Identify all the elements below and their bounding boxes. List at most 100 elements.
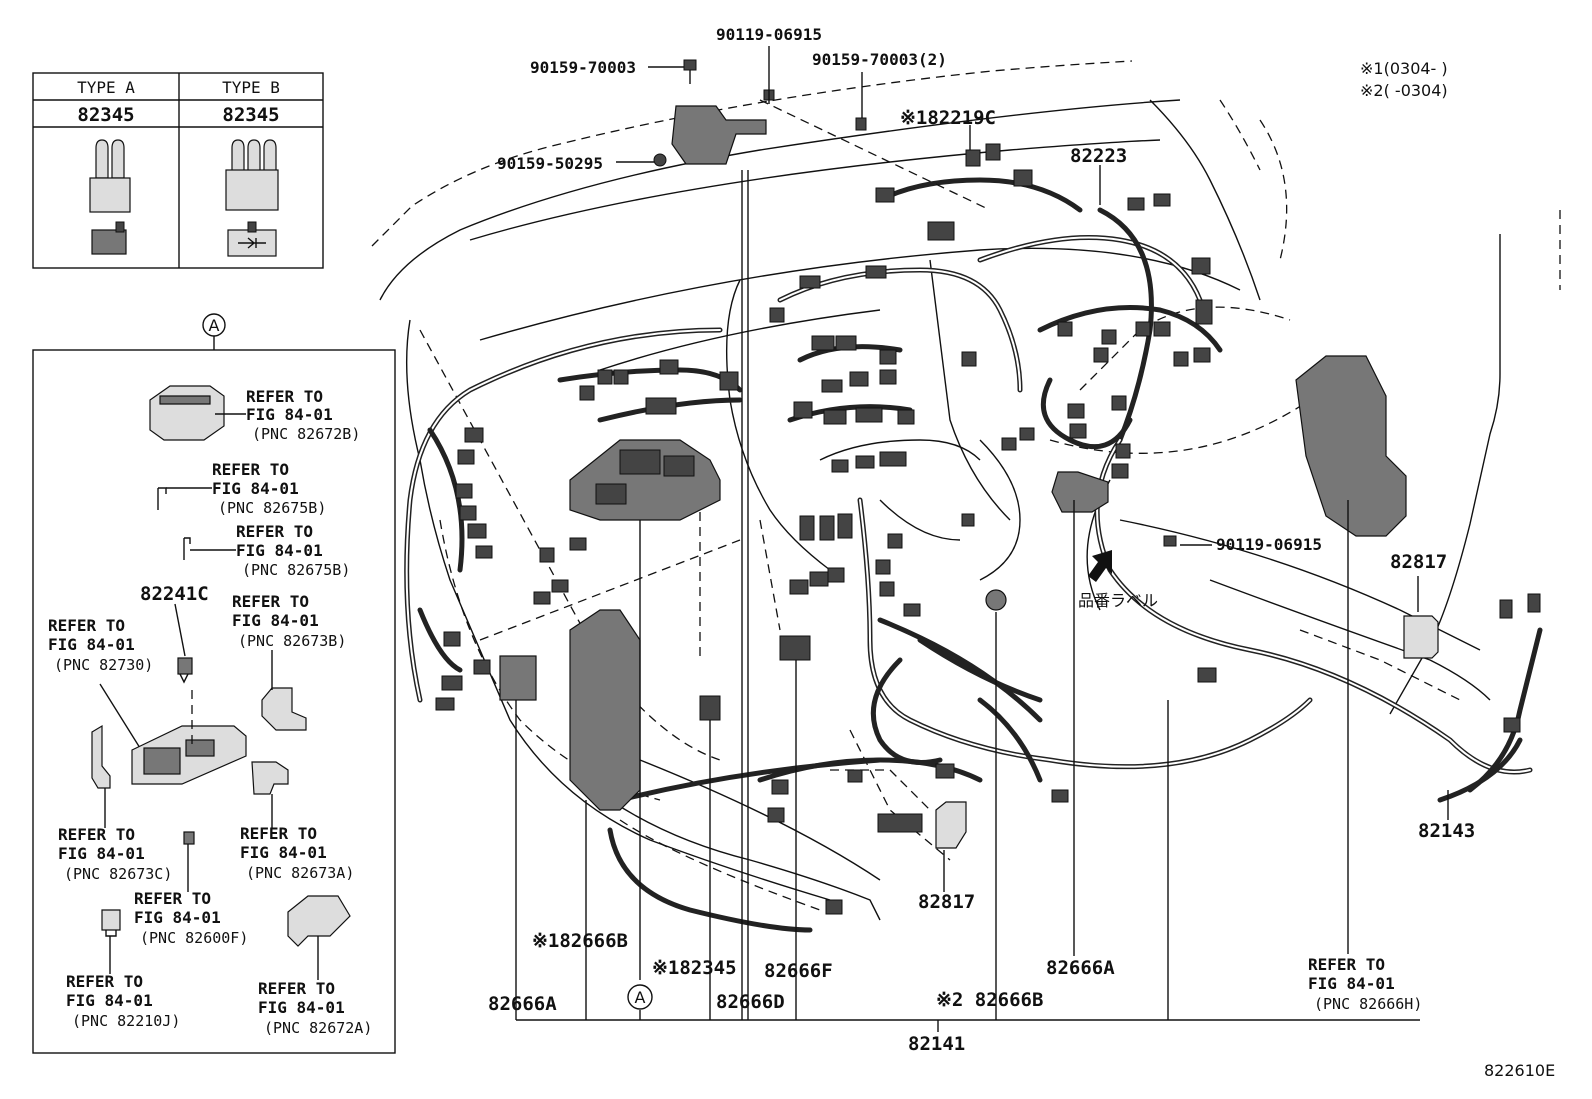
label-82666d: 82666D [716, 991, 785, 1013]
svg-text:FIG 84-01: FIG 84-01 [240, 843, 327, 862]
svg-text:(PNC 82675B): (PNC 82675B) [242, 561, 350, 579]
type-b-header: TYPE B [222, 78, 280, 97]
bracket-82673a-icon [251, 761, 289, 795]
label-82143: 82143 [1418, 820, 1475, 842]
label-arrow-icon [1088, 550, 1112, 582]
svg-text:(PNC 82673B): (PNC 82673B) [238, 632, 346, 650]
ref7-l1: REFER TO [240, 824, 317, 843]
ref4-l1: REFER TO [232, 592, 309, 611]
ref1-l1: REFER TO [246, 387, 323, 406]
relay-block-icon [149, 385, 225, 441]
type-b-part: 82345 [222, 104, 279, 126]
ref5-l2: FIG 84-01 [48, 635, 135, 654]
connector-82817-right-icon [1403, 615, 1439, 659]
refer-right-l2: FIG 84-01 [1308, 974, 1395, 993]
svg-text:82241C: 82241C [140, 583, 209, 605]
note-1: ※1(0304- ) [1360, 59, 1448, 78]
svg-text:REFER TO: REFER TO [212, 460, 289, 479]
label-90159-50295: 90159-50295 [497, 154, 603, 173]
ref2-l2: FIG 84-01 [212, 479, 299, 498]
svg-text:FIG 84-01: FIG 84-01 [48, 635, 135, 654]
fuse-box-82666h-icon [1295, 355, 1407, 537]
ecu-82666b-icon [569, 609, 641, 811]
bolt-90159-70003-2-icon [855, 117, 867, 131]
bolt-90119-06915-icon [763, 80, 775, 104]
label-82666a-left: 82666A [488, 993, 557, 1015]
svg-text:FIG 84-01: FIG 84-01 [134, 908, 221, 927]
relay-block-82666a-icon [1051, 471, 1109, 513]
label-82817-right: 82817 [1390, 551, 1447, 573]
ref5-l3: (PNC 82730) [54, 656, 153, 674]
part-82241c: 82241C [140, 583, 209, 605]
label-82141: 82141 [908, 1033, 965, 1055]
svg-text:(PNC 82600F): (PNC 82600F) [140, 929, 248, 947]
svg-text:FIG 84-01: FIG 84-01 [232, 611, 319, 630]
ref8-l1: REFER TO [134, 889, 211, 908]
label-82666a-mid: 82666A [1046, 957, 1115, 979]
refer-right-l3: (PNC 82666H) [1314, 995, 1422, 1013]
svg-text:FIG 84-01: FIG 84-01 [66, 991, 153, 1010]
label-82345: ※182345 [652, 957, 737, 979]
ref9-l1: REFER TO [66, 972, 143, 991]
svg-text:REFER TO: REFER TO [240, 824, 317, 843]
ref2-l3: (PNC 82675B) [218, 499, 326, 517]
type-b-relay-icon [225, 139, 279, 257]
svg-text:REFER TO: REFER TO [66, 972, 143, 991]
label-82666b-2: ※2 82666B [936, 989, 1043, 1011]
clip-82666b2-icon [985, 589, 1007, 611]
svg-text:FIG 84-01: FIG 84-01 [258, 998, 345, 1017]
svg-text:REFER TO: REFER TO [232, 592, 309, 611]
inset-a: A [32, 313, 396, 1054]
svg-text:FIG 84-01: FIG 84-01 [236, 541, 323, 560]
ref9-l2: FIG 84-01 [66, 991, 153, 1010]
connector-82817-mid-icon [935, 801, 967, 849]
svg-text:REFER TO: REFER TO [258, 979, 335, 998]
bolts [653, 59, 1177, 547]
socket-82210j-icon [101, 909, 121, 937]
label-90119-06915-right: 90119-06915 [1216, 535, 1322, 554]
large-parts [499, 105, 1439, 849]
svg-text:FIG 84-01: FIG 84-01 [212, 479, 299, 498]
label-82223: 82223 [1070, 145, 1127, 167]
marker-a-circle [627, 984, 653, 1010]
svg-text:REFER TO: REFER TO [58, 825, 135, 844]
ref5-l1: REFER TO [48, 616, 125, 635]
ref10-l3: (PNC 82672A) [264, 1019, 372, 1037]
svg-text:(PNC 82675B): (PNC 82675B) [218, 499, 326, 517]
ref9-l3: (PNC 82210J) [72, 1012, 180, 1030]
ref3-l2: FIG 84-01 [236, 541, 323, 560]
label-marker-a: A [635, 988, 646, 1007]
label-82817-mid: 82817 [918, 891, 975, 913]
ref4-l2: FIG 84-01 [232, 611, 319, 630]
note-2: ※2( -0304) [1360, 81, 1448, 100]
connectors [435, 143, 1541, 915]
ref4-l3: (PNC 82673B) [238, 632, 346, 650]
relay-bracket-top-icon [671, 105, 767, 165]
svg-text:REFER TO: REFER TO [246, 387, 323, 406]
inset-marker: A [209, 316, 220, 335]
leader-lines [515, 46, 1449, 1032]
svg-text:(PNC 82730): (PNC 82730) [54, 656, 153, 674]
svg-text:FIG 84-01: FIG 84-01 [246, 405, 333, 424]
ref10-l2: FIG 84-01 [258, 998, 345, 1017]
ref2-l1: REFER TO [212, 460, 289, 479]
svg-text:(PNC 82210J): (PNC 82210J) [72, 1012, 180, 1030]
junction-block-main-icon [569, 439, 721, 521]
svg-text:REFER TO: REFER TO [134, 889, 211, 908]
type-a-part: 82345 [77, 104, 134, 126]
junction-block-icon [131, 725, 247, 785]
type-table: TYPE A TYPE B 82345 82345 [32, 72, 324, 269]
svg-text:(PNC 82673C): (PNC 82673C) [64, 865, 172, 883]
ref3-l1: REFER TO [236, 522, 313, 541]
type-a-relay-icon [89, 139, 131, 255]
ref6-l3: (PNC 82673C) [64, 865, 172, 883]
label-82666f: 82666F [764, 960, 833, 982]
svg-text:(PNC 82672A): (PNC 82672A) [264, 1019, 372, 1037]
dashboard-outline [371, 60, 1561, 921]
label-90159-70003: 90159-70003 [530, 58, 636, 77]
refer-right-l1: REFER TO [1308, 955, 1385, 974]
figure-id: 822610E [1484, 1061, 1555, 1080]
svg-text:REFER TO: REFER TO [236, 522, 313, 541]
inset-labels: REFER TO FIG 84-01 (PNC 82672B) REFER TO… [48, 387, 372, 1037]
